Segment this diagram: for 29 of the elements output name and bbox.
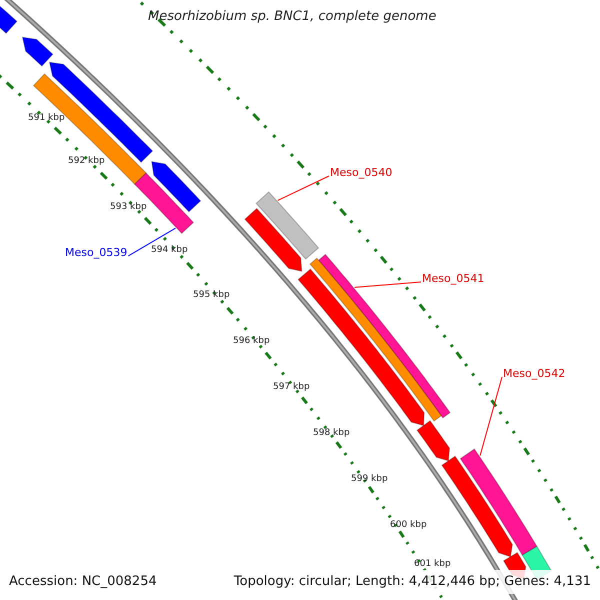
- gene-label: Meso_0539: [65, 247, 128, 258]
- gene-feature: [151, 160, 202, 213]
- gene-label: Meso_0541: [422, 273, 484, 284]
- scale-label: 591 kbp: [28, 114, 65, 123]
- scale-label: 598 kbp: [313, 429, 350, 438]
- scale-label: 593 kbp: [110, 203, 147, 212]
- scale-label: 592 kbp: [68, 157, 105, 166]
- gene-label: Meso_0542: [503, 368, 566, 379]
- scale-label: 599 kbp: [351, 475, 388, 484]
- gene-feature: [460, 448, 538, 556]
- gene-feature: [441, 456, 513, 558]
- gene-feature: [256, 191, 320, 260]
- map-title: Mesorhizobium sp. BNC1, complete genome: [148, 10, 436, 23]
- gene-feature: [22, 36, 54, 67]
- scale-label: 594 kbp: [151, 246, 188, 255]
- gene-feature: [48, 62, 154, 164]
- accession-text: Accession: NC_008254: [9, 575, 157, 588]
- gene-label: Meso_0540: [330, 167, 392, 178]
- summary-text: Topology: circular; Length: 4,412,446 bp; Genes: 4,131: [234, 575, 591, 588]
- gene-feature: [244, 208, 302, 272]
- scale-label: 600 kbp: [390, 521, 427, 530]
- scale-label: 597 kbp: [273, 383, 310, 392]
- leader-line: [277, 176, 330, 201]
- gene-feature: [416, 420, 450, 462]
- scale-label: 601 kbp: [414, 560, 451, 569]
- scale-label: 596 kbp: [233, 337, 270, 346]
- leader-line: [128, 228, 176, 256]
- leader-line: [480, 376, 502, 456]
- scale-label: 595 kbp: [193, 291, 230, 300]
